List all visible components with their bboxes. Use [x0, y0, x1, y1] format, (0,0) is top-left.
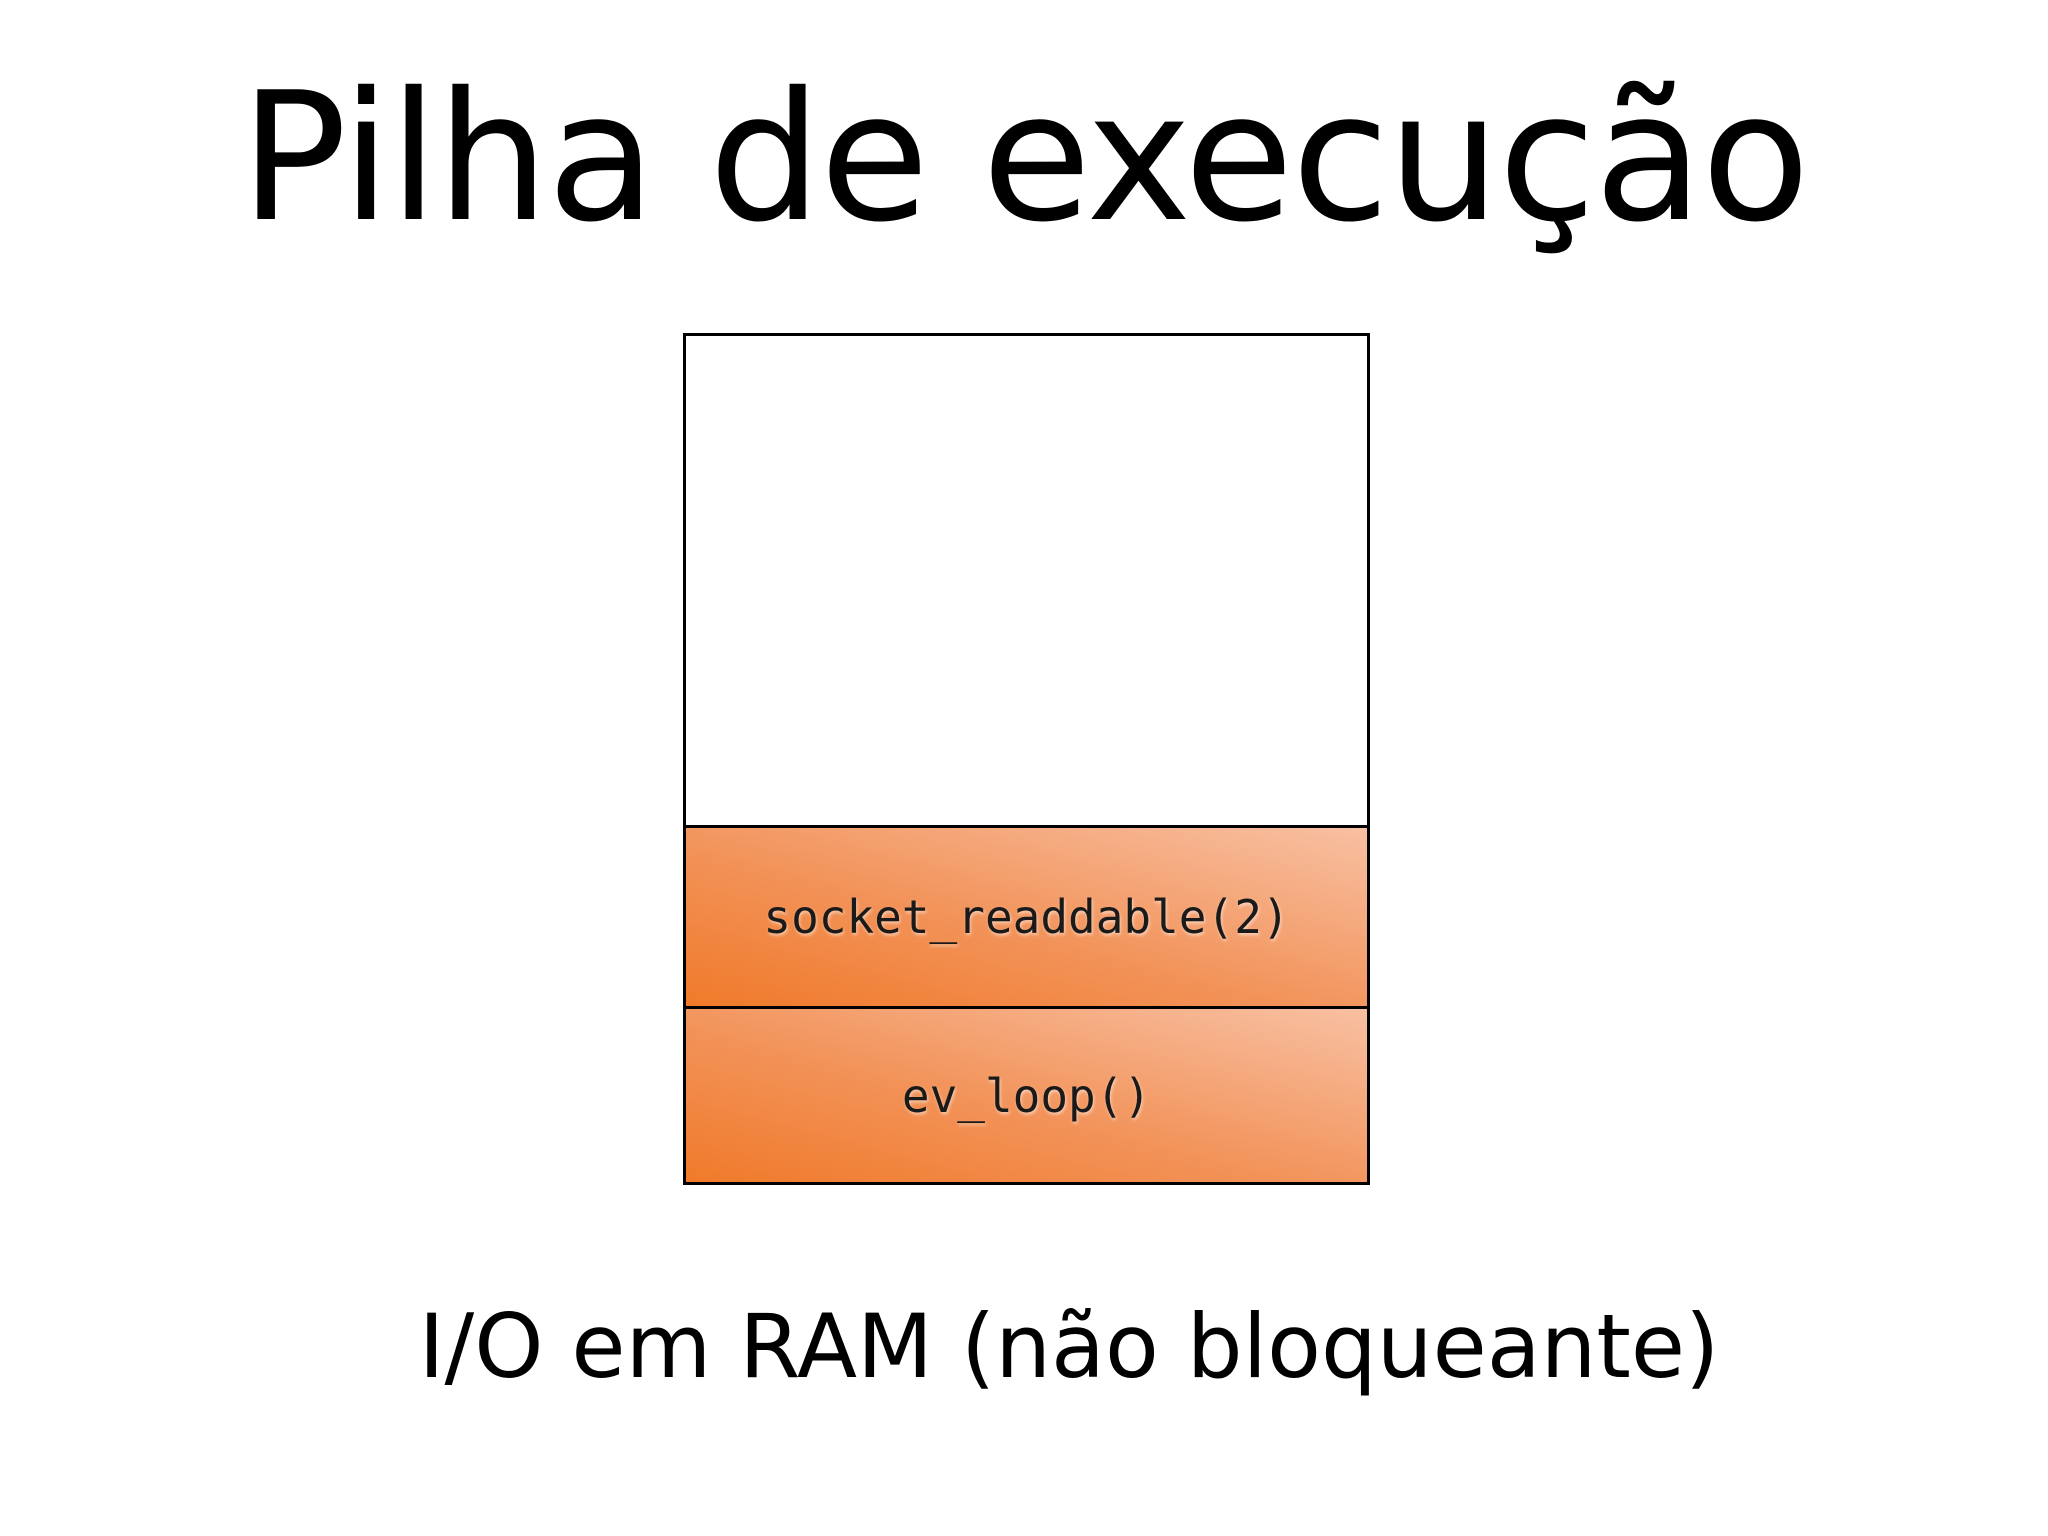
call-stack: socket_readdable(2) ev_loop(): [683, 333, 1370, 1185]
stack-frame-label: socket_readdable(2): [763, 890, 1290, 944]
slide-caption: I/O em RAM (não bloqueante): [418, 1295, 1720, 1398]
stack-frame-label: ev_loop(): [901, 1068, 1152, 1123]
stack-frame-ev-loop: ev_loop(): [686, 1006, 1367, 1182]
stack-frame-socket-readdable: socket_readdable(2): [686, 825, 1367, 1006]
slide-title: Pilha de execução: [239, 54, 1810, 261]
